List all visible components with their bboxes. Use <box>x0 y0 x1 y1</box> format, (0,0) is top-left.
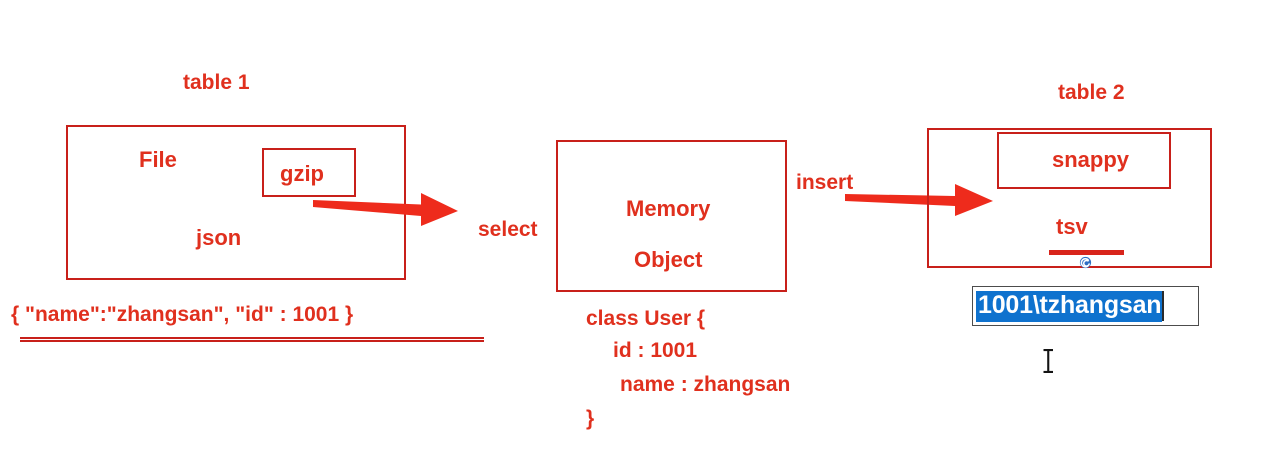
table1-sample-record: { "name":"zhangsan", "id" : 1001 } <box>11 303 354 326</box>
text-caret <box>1162 291 1165 321</box>
arrow-insert <box>845 182 993 216</box>
table1-serialization-label: json <box>196 225 242 250</box>
memory-class-line-1: class User { <box>586 307 706 330</box>
edge-label-select: select <box>478 218 538 241</box>
memory-object-line-2: Object <box>634 247 703 272</box>
memory-class-line-3: name : zhangsan <box>620 373 791 396</box>
swirl-icon <box>1079 256 1092 269</box>
table1-box <box>66 125 406 280</box>
memory-class-line-2: id : 1001 <box>613 339 698 362</box>
table1-title: table 1 <box>183 71 250 94</box>
arrow-select <box>313 190 458 226</box>
memory-object-box <box>556 140 787 292</box>
table1-format-label: File <box>139 147 177 172</box>
memory-class-line-4: } <box>586 407 595 430</box>
memory-object-line-1: Memory <box>626 196 711 221</box>
snappy-box <box>997 132 1171 189</box>
gzip-label: gzip <box>280 161 324 186</box>
output-text-selection[interactable]: 1001\tzhangsan <box>976 290 1163 322</box>
i-beam-cursor-icon <box>1042 348 1055 374</box>
output-text-field[interactable]: 1001\tzhangsan <box>972 286 1199 326</box>
table2-serialization-label: tsv <box>1056 214 1088 239</box>
table1-record-underline <box>20 337 484 342</box>
gzip-box <box>262 148 356 197</box>
table2-serialization-underline <box>1049 250 1124 255</box>
table2-title: table 2 <box>1058 81 1125 104</box>
snappy-label: snappy <box>1052 147 1130 172</box>
edge-label-insert: insert <box>796 171 854 194</box>
table2-box <box>927 128 1212 268</box>
